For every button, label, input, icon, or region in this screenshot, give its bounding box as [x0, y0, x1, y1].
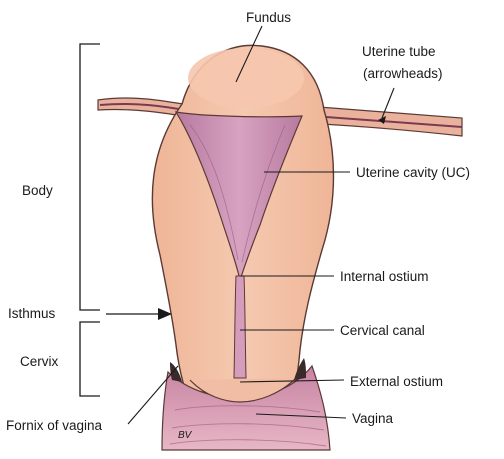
internal-ostium-label: Internal ostium — [340, 269, 429, 284]
fornix-label: Fornix of vagina — [6, 418, 103, 433]
uterine-cavity-label: Uterine cavity (UC) — [356, 165, 470, 180]
body-label: Body — [22, 183, 53, 198]
cervix-bracket — [80, 322, 100, 396]
body-bracket — [80, 44, 100, 310]
fundus-label: Fundus — [246, 10, 291, 25]
uterine-tube-label: Uterine tube — [362, 44, 436, 59]
cervix-label: Cervix — [20, 354, 59, 369]
region-brackets — [80, 44, 160, 396]
cervical-canal-label: Cervical canal — [340, 323, 425, 338]
cervical-canal — [234, 276, 246, 378]
vagina-label: Vagina — [352, 411, 394, 426]
fundus-region — [188, 48, 304, 108]
artist-signature: BV — [178, 430, 193, 441]
external-ostium-label: External ostium — [350, 374, 443, 389]
uterine-tube-sublabel: (arrowheads) — [363, 66, 443, 81]
isthmus-label: Isthmus — [8, 306, 56, 321]
